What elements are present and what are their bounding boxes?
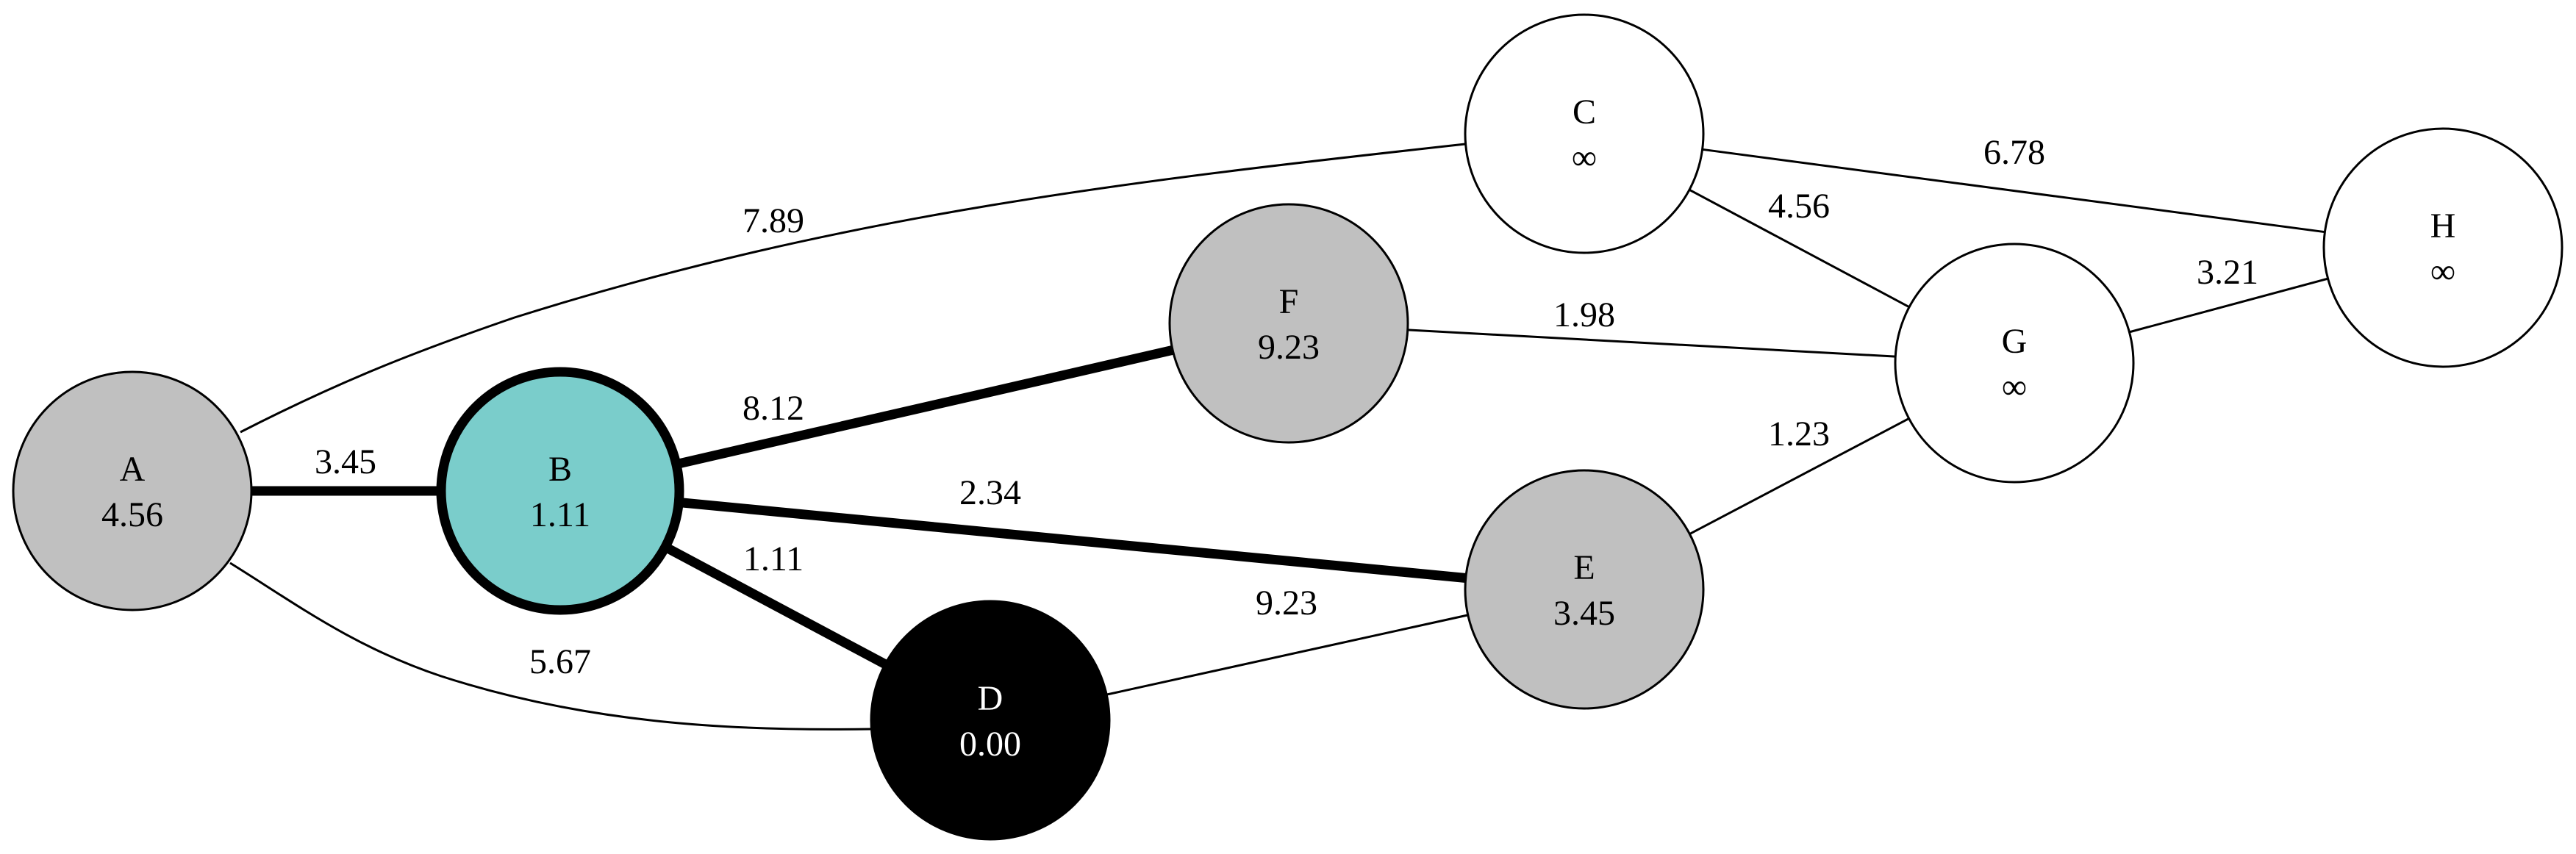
node-distance-b: 1.11	[530, 495, 590, 534]
edge-weight-label-d-e: 9.23	[1256, 584, 1317, 622]
node-g: G∞	[1894, 243, 2135, 484]
node-distance-d: 0.00	[959, 725, 1021, 764]
edge-c-h	[1702, 148, 2325, 234]
node-b: B 1.11	[436, 367, 684, 615]
edge-weight-label-b-e: 2.34	[959, 473, 1021, 512]
node-name-a: A	[120, 450, 146, 489]
node-distance-a: 4.56	[101, 495, 163, 534]
edge-weight-label-c-h: 6.78	[1983, 133, 2045, 172]
edge-a-c	[240, 143, 1466, 434]
edge-weight-label-a-b: 3.45	[315, 442, 376, 481]
node-name-g: G	[2002, 322, 2028, 361]
edge-weight-label-g-h: 3.21	[2197, 253, 2258, 292]
edge-weight-label-a-c: 7.89	[743, 201, 804, 240]
node-f: F 9.23	[1168, 203, 1409, 444]
node-distance-g: ∞	[2002, 367, 2027, 406]
node-d: D 0.00	[870, 600, 1111, 841]
node-distance-e: 3.45	[1553, 594, 1615, 633]
edge-c-g	[1689, 188, 1910, 309]
edge-weight-label-b-f: 8.12	[743, 389, 804, 428]
node-circle-e	[1464, 469, 1705, 710]
node-name-e: E	[1573, 548, 1595, 587]
node-name-h: H	[2430, 207, 2456, 245]
node-distance-h: ∞	[2430, 252, 2455, 291]
node-distance-c: ∞	[1572, 138, 1597, 177]
node-e: E 3.45	[1464, 469, 1705, 710]
edge-weight-label-f-g: 1.98	[1553, 295, 1615, 334]
node-circle-d	[870, 600, 1111, 841]
edge-b-e	[678, 498, 1467, 583]
edge-b-d	[662, 542, 888, 669]
edge-e-g	[1689, 417, 1910, 535]
edge-f-g	[1407, 329, 1896, 358]
edge-weight-label-e-g: 1.23	[1768, 415, 1830, 453]
node-name-d: D	[978, 679, 1003, 718]
edge-weight-label-c-g: 4.56	[1768, 187, 1830, 226]
node-circle-c	[1464, 13, 1705, 254]
node-distance-f: 9.23	[1258, 328, 1320, 367]
edge-b-f	[675, 345, 1174, 470]
node-circle-h	[2322, 127, 2564, 368]
edge-labels-layer: 3.45 7.89 5.67 8.12 2.34 1.11 9.23 1.98 4.56 6.78…	[315, 133, 2258, 681]
node-circle-b	[436, 367, 684, 615]
node-h: H∞	[2322, 127, 2564, 368]
node-circle-g	[1894, 243, 2135, 484]
edge-g-h	[2129, 277, 2328, 334]
edge-weight-label-b-d: 1.11	[743, 539, 804, 578]
edge-weight-label-a-d: 5.67	[529, 642, 591, 681]
node-name-f: F	[1279, 282, 1299, 321]
node-circle-a	[12, 370, 253, 611]
node-name-b: B	[548, 450, 572, 489]
edges-layer	[229, 143, 2328, 731]
node-a: A 4.56	[12, 370, 253, 611]
edge-a-d	[229, 561, 872, 731]
edge-d-e	[1106, 614, 1469, 696]
node-circle-f	[1168, 203, 1409, 444]
node-c: C∞	[1464, 13, 1705, 254]
node-name-c: C	[1573, 93, 1596, 132]
